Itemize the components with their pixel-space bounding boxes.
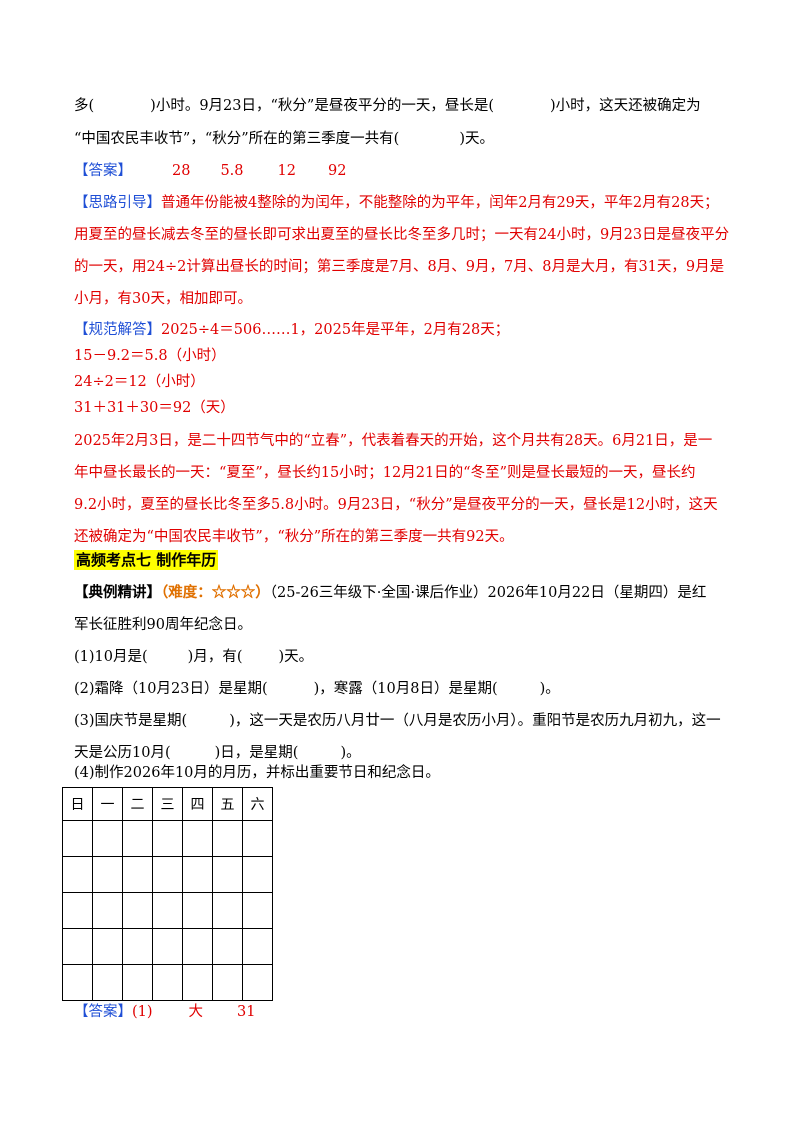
answer-value: 5.8 [220, 163, 244, 179]
calendar-cell[interactable] [212, 820, 243, 857]
answer-line-1: 【答案】 28 5.8 12 92 [74, 161, 346, 181]
calendar-cell[interactable] [242, 892, 273, 929]
calendar-cell[interactable] [152, 856, 183, 893]
question-3: (3)国庆节是星期()，这一天是农历八月廿一（八月是农历小月）。重阳节是农历九月… [74, 713, 721, 729]
difficulty-badge: （难度：☆☆☆） [161, 584, 270, 601]
answer-value: 28 [172, 163, 191, 179]
example-line: 【典例精讲】（难度：☆☆☆）（25-26三年级下·全国·课后作业）2026年10… [74, 584, 707, 601]
calendar-cell[interactable] [152, 964, 183, 1001]
calendar-cell[interactable] [182, 892, 213, 929]
calendar-cell[interactable] [212, 928, 243, 965]
answer-label: 【答案】 [74, 1004, 132, 1020]
calendar-cell[interactable] [242, 928, 273, 965]
calendar-cell[interactable] [122, 928, 153, 965]
solution-line: 9.2小时，夏至的昼长比冬至多5.8小时。9月23日，“秋分”是昼夜平分的一天，… [74, 497, 718, 513]
calendar-row [62, 892, 273, 929]
calendar-cell[interactable] [242, 820, 273, 857]
answer-value: 92 [327, 163, 347, 179]
calendar-cell[interactable] [122, 856, 153, 893]
weekday-header: 三 [152, 787, 183, 821]
calendar-cell[interactable] [182, 856, 213, 893]
calendar-header-row: 日 一 二 三 四 五 六 [62, 787, 273, 821]
calendar-cell[interactable] [212, 964, 243, 1001]
calendar-cell[interactable] [182, 820, 213, 857]
calendar-cell[interactable] [152, 892, 183, 929]
solution-label: 【规范解答】 [74, 322, 161, 338]
calendar-cell[interactable] [92, 856, 123, 893]
hint-line: 小月，有30天，相加即可。 [74, 291, 252, 307]
answer-value: 大 [188, 1004, 204, 1020]
solution-line: 24÷2＝12（小时） [74, 374, 205, 390]
calendar-cell[interactable] [242, 964, 273, 1001]
question-line-2: “中国农民丰收节”，“秋分”所在的第三季度一共有()天。 [74, 131, 494, 147]
calendar-row [62, 928, 273, 965]
hint-line: 用夏至的昼长减去冬至的昼长即可求出夏至的昼长比冬至多几时；一天有24小时，9月2… [74, 227, 730, 243]
calendar-cell[interactable] [122, 892, 153, 929]
weekday-header: 六 [242, 787, 273, 821]
calendar-cell[interactable] [212, 892, 243, 929]
calendar-row [62, 856, 273, 893]
hint-line: 的一天，用24÷2计算出昼长的时间；第三季度是7月、8月、9月，7月、8月是大月… [74, 259, 725, 275]
weekday-header: 二 [122, 787, 153, 821]
example-line: 军长征胜利90周年纪念日。 [74, 617, 252, 633]
calendar-cell[interactable] [62, 856, 93, 893]
calendar-cell[interactable] [182, 928, 213, 965]
weekday-header: 五 [212, 787, 243, 821]
calendar-cell[interactable] [212, 856, 243, 893]
calendar-grid: 日 一 二 三 四 五 六 [62, 787, 273, 1001]
calendar-cell[interactable] [182, 964, 213, 1001]
hint-label: 【思路引导】 [74, 195, 161, 211]
answer-value: 31 [237, 1004, 256, 1020]
question-line-1: 多()小时。9月23日，“秋分”是昼夜平分的一天，昼长是()小时，这天还被确定为 [74, 98, 701, 114]
question-4: (4)制作2026年10月的月历，并标出重要节日和纪念日。 [74, 765, 440, 781]
section-title: 高频考点七 制作年历 [74, 550, 219, 570]
solution-line: 15－9.2＝5.8（小时） [74, 348, 226, 364]
calendar-cell[interactable] [62, 892, 93, 929]
question-3-cont: 天是公历10月()日，是星期()。 [74, 745, 361, 761]
calendar-cell[interactable] [122, 964, 153, 1001]
solution-line: 31＋31＋30＝92（天） [74, 400, 235, 416]
question-1: (1)10月是()月，有()天。 [74, 649, 314, 665]
calendar-cell[interactable] [92, 928, 123, 965]
answer-label: 【答案】 [74, 163, 132, 179]
solution-line: 还被确定为“中国农民丰收节”，“秋分”所在的第三季度一共有92天。 [74, 529, 514, 545]
calendar-cell[interactable] [122, 820, 153, 857]
calendar-cell[interactable] [152, 928, 183, 965]
hint-line: 【思路引导】普通年份能被4整除的为闰年，不能整除的为平年，闰年2月有29天，平年… [74, 195, 719, 211]
weekday-header: 四 [182, 787, 213, 821]
example-label: 【典例精讲】 [74, 584, 161, 601]
calendar-cell[interactable] [152, 820, 183, 857]
calendar-row [62, 964, 273, 1001]
weekday-header: 一 [92, 787, 123, 821]
solution-line: 【规范解答】2025÷4＝506……1，2025年是平年，2月有28天； [74, 322, 510, 338]
calendar-cell[interactable] [92, 820, 123, 857]
question-2: (2)霜降（10月23日）是星期()，寒露（10月8日）是星期()。 [74, 681, 560, 697]
calendar-cell[interactable] [62, 928, 93, 965]
calendar-cell[interactable] [92, 964, 123, 1001]
calendar-cell[interactable] [92, 892, 123, 929]
solution-line: 年中昼长最长的一天：“夏至”，昼长约15小时；12月21日的“冬至”则是昼长最短… [74, 465, 696, 481]
answer-value: 12 [277, 163, 296, 179]
weekday-header: 日 [62, 787, 93, 821]
solution-line: 2025年2月3日，是二十四节气中的“立春”，代表着春天的开始，这个月共有28天… [74, 433, 713, 449]
calendar-cell[interactable] [242, 856, 273, 893]
calendar-row [62, 820, 273, 857]
calendar-cell[interactable] [62, 820, 93, 857]
calendar-cell[interactable] [62, 964, 93, 1001]
